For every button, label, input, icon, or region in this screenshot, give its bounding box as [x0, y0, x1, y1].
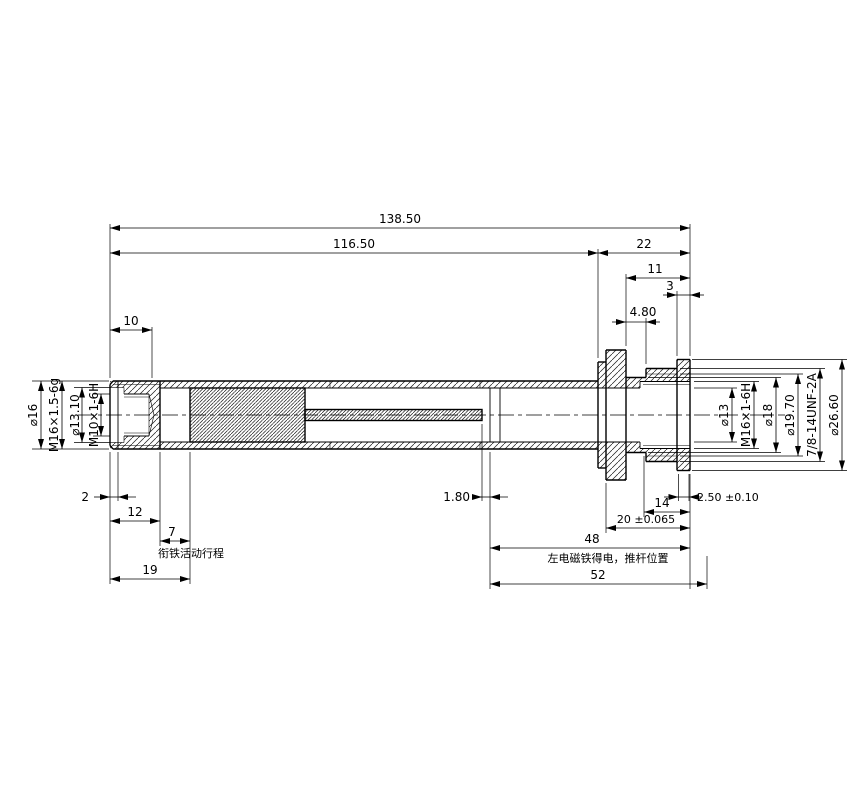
- dim-11: 11: [647, 262, 662, 276]
- extension-lines-left: [32, 380, 110, 450]
- dim-thread-unf: 7/8-14UNF-2A: [805, 372, 819, 457]
- dim-52: 52: [590, 568, 605, 582]
- dim-1-80: 1.80: [443, 490, 470, 504]
- note-pushrod-position: 左电磁铁得电，推杆位置: [548, 551, 669, 565]
- dim-thread-m16x1-5: M16×1.5-6g: [47, 378, 61, 452]
- dim-14: 14: [654, 496, 669, 510]
- dim-thread-m16x1: M16×1-6H: [739, 383, 753, 447]
- armature-section: [190, 388, 305, 442]
- dimensions-left: ⌀16 M16×1.5-6g ⌀13.10 M10×1-6H: [26, 378, 110, 452]
- dim-thread-m10: M10×1-6H: [87, 383, 101, 447]
- dim-dia19-70: ⌀19.70: [783, 394, 797, 436]
- dim-dia26-60: ⌀26.60: [827, 394, 841, 436]
- extension-lines-top: [109, 224, 691, 378]
- dim-12: 12: [127, 505, 142, 519]
- section-hatching: [110, 350, 690, 480]
- dim-body-length: 116.50: [333, 237, 375, 251]
- dim-20: 20 ±0.065: [617, 513, 675, 526]
- dim-2: 2: [81, 490, 89, 504]
- dim-dia13-10: ⌀13.10: [68, 394, 82, 436]
- dim-2-50: 2.50 ±0.10: [697, 491, 759, 504]
- left-cap-section: [110, 381, 160, 449]
- dim-48: 48: [584, 532, 599, 546]
- note-armature-stroke: 衔铁活动行程: [158, 547, 224, 560]
- dim-19: 19: [142, 563, 157, 577]
- dim-4-80: 4.80: [630, 305, 657, 319]
- dim-3: 3: [666, 279, 674, 293]
- dim-dia18: ⌀18: [761, 404, 775, 427]
- dim-7: 7: [168, 525, 176, 539]
- dim-dia13: ⌀13: [717, 404, 731, 427]
- dimensions-right: ⌀13 M16×1-6H ⌀18 ⌀19.70 7/8-14UNF-2A ⌀26…: [648, 359, 847, 471]
- dim-10: 10: [123, 314, 138, 328]
- dimensions-bottom: 2 12 7 衔铁活动行程 19 1.80 2.50 ±0.10 14 20 ±…: [81, 424, 759, 589]
- dimensions-top: 138.50 116.50 22 11 3 4.80 10: [109, 212, 704, 378]
- part-outline: [109, 349, 691, 481]
- dim-dia16: ⌀16: [26, 404, 40, 427]
- tube-wall-top-section: [160, 381, 598, 388]
- tube-wall-bottom-section: [160, 442, 598, 449]
- right-fitting-bottom-section: [598, 442, 690, 480]
- dim-total-length: 138.50: [379, 212, 421, 226]
- right-fitting-top-section: [598, 350, 690, 388]
- dim-right-section: 22: [636, 237, 651, 251]
- pushrod-section: [305, 409, 482, 421]
